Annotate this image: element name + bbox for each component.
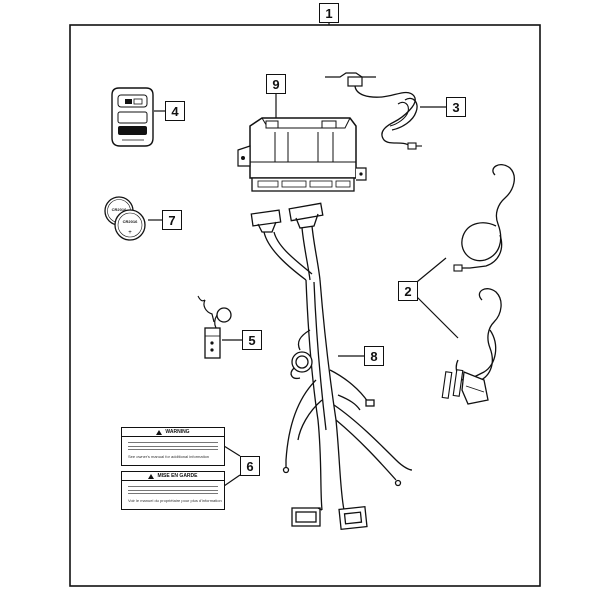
remote-transmitter — [111, 87, 154, 147]
svg-text:+: + — [128, 230, 132, 236]
inline-relay — [197, 295, 232, 359]
callout-5: 5 — [242, 330, 262, 350]
sensor-cable-upper — [453, 164, 515, 272]
wiring-harness — [250, 202, 413, 531]
warning-label-body — [122, 437, 224, 451]
warning-label-footer: See owner's manual for additional inform… — [128, 453, 210, 459]
callout-1: 1 — [319, 3, 339, 23]
battery-top-text: CR2016 — [111, 207, 127, 212]
battery-bottom-text: CR2016 — [122, 219, 138, 224]
control-module — [237, 117, 367, 192]
warning-label-header: WARNING — [122, 428, 224, 437]
antenna-cable — [325, 72, 422, 150]
callout-4: 4 — [165, 101, 185, 121]
french-label-title: MISE EN GARDE — [157, 473, 198, 479]
callout-7: 7 — [162, 210, 182, 230]
callout-3: 3 — [446, 97, 466, 117]
french-warning-label: MISE EN GARDE Voir le manuel du propriét… — [121, 471, 225, 510]
leader-6a — [223, 445, 241, 457]
warning-label: WARNING See owner's manual for additiona… — [121, 427, 225, 466]
warning-label-title: WARNING — [165, 429, 190, 435]
leader-2b — [415, 295, 459, 339]
warning-triangle-icon — [156, 429, 163, 435]
coin-batteries: + — [104, 196, 146, 241]
callout-8: 8 — [364, 346, 384, 366]
diagram-frame — [69, 24, 541, 587]
french-label-header: MISE EN GARDE — [122, 472, 224, 481]
callout-6: 6 — [240, 456, 260, 476]
french-label-footer: Voir le manuel du propriétaire pour plus… — [128, 497, 222, 503]
callout-9: 9 — [266, 74, 286, 94]
sensor-cable-lower — [441, 288, 502, 405]
warning-triangle-icon — [148, 473, 155, 479]
leader-6b — [223, 474, 241, 487]
callout-2: 2 — [398, 281, 418, 301]
french-label-body — [122, 481, 224, 495]
